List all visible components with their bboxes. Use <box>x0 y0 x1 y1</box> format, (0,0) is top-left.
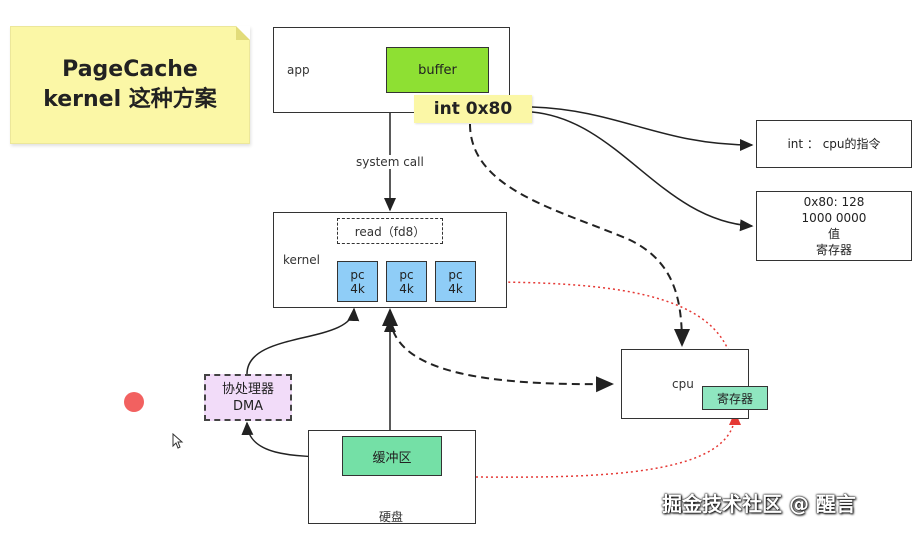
pagecache-block-label: pc <box>448 267 463 282</box>
int-to-value-arrow <box>531 111 754 232</box>
pagecache-block-2: pc 4k <box>386 261 427 302</box>
cpu-label: cpu <box>672 377 694 391</box>
syscall-label: system call <box>356 155 424 169</box>
pagecache-block-label: pc <box>350 267 365 282</box>
note-title-line2: kernel 这种方案 <box>43 87 217 112</box>
app-label: app <box>287 63 310 77</box>
info-value-line1: 0x80: 128 <box>803 195 865 209</box>
watermark: 掘金技术社区 @ 醒言 <box>662 492 856 516</box>
pagecache-block-label: pc <box>399 267 414 282</box>
dma-to-kernel-arrow <box>246 307 360 375</box>
info-value-line3: 值 <box>827 227 840 241</box>
note-fold <box>236 26 250 40</box>
pagecache-block-size: 4k <box>448 281 463 296</box>
int-to-info-arrow <box>531 106 754 151</box>
disk-label: 硬盘 <box>379 510 404 524</box>
pagecache-block-3: pc 4k <box>435 261 476 302</box>
info-int-box: int ： cpu的指令 <box>756 120 912 168</box>
int-to-cpu-dashed-arrow <box>469 123 690 347</box>
info-value-line4: 寄存器 <box>815 243 852 257</box>
cpu-register-box: 寄存器 <box>702 386 768 410</box>
info-value-box: 0x80: 128 1000 0000 值 寄存器 <box>756 191 912 261</box>
read-fd8-box: read（fd8） <box>337 218 443 244</box>
app-buffer-box: buffer <box>386 47 489 93</box>
disk-buffer-box: 缓冲区 <box>342 436 442 476</box>
info-value-line2: 1000 0000 <box>801 211 867 225</box>
kernel-cpu-dashed-arrow <box>389 317 614 393</box>
info-int-text: int ： cpu的指令 <box>787 137 881 151</box>
kernel-label: kernel <box>283 253 320 267</box>
pagecache-block-size: 4k <box>399 281 414 296</box>
dma-coprocessor-box: 协处理器 DMA <box>204 374 292 421</box>
disk-to-register-red-arrow <box>475 411 741 478</box>
pagecache-block-size: 4k <box>350 281 365 296</box>
int-0x80-tag: int 0x80 <box>414 95 532 123</box>
pointer-dot <box>124 392 144 412</box>
dma-line1: 协处理器 <box>221 381 274 397</box>
note-title-line1: PageCache <box>62 57 198 82</box>
cursor-icon <box>172 433 184 449</box>
title-note: PageCache kernel 这种方案 <box>10 26 250 144</box>
dma-line2: DMA <box>232 398 264 414</box>
pagecache-block-1: pc 4k <box>337 261 378 302</box>
